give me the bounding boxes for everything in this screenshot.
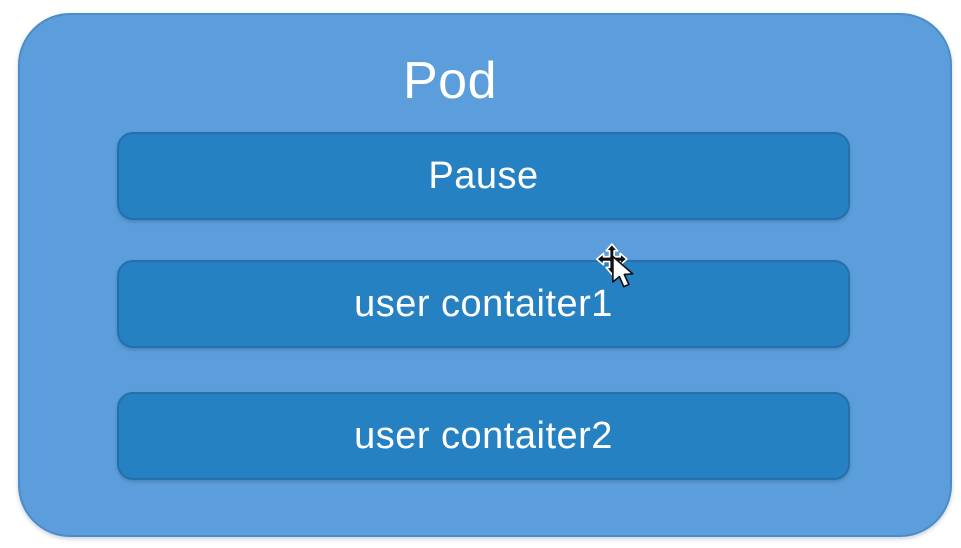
user-container1-label: user contaiter1	[354, 283, 613, 325]
user-container2-shape: user contaiter2	[117, 392, 850, 480]
pod-group-shape: Pod Pause user contaiter1 user contaiter…	[18, 13, 952, 537]
pause-container-label: Pause	[428, 155, 539, 197]
user-container1-shape: user contaiter1	[117, 260, 850, 348]
pod-title: Pod	[402, 52, 498, 110]
user-container2-label: user contaiter2	[354, 415, 613, 457]
pause-container-shape: Pause	[117, 132, 850, 220]
